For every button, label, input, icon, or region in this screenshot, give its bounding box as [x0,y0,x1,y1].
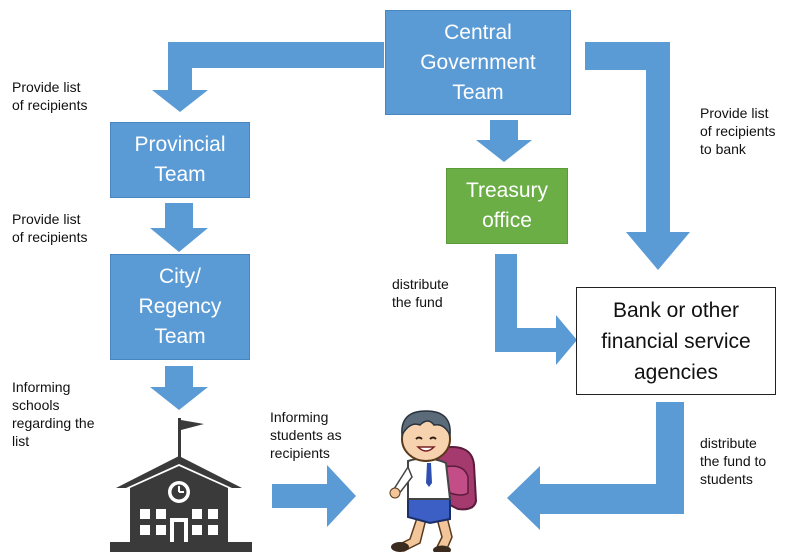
node-central-government-team: Central Government Team [385,10,571,115]
label-informing-students: Informing students as recipients [270,409,342,461]
node-city-regency-team: City/ Regency Team [110,254,250,360]
label-provide-list-bank: Provide list of recipients to bank [700,105,776,157]
arrow-central-to-provincial [152,42,384,112]
arrow-treasury-to-bank [495,254,577,365]
label-informing-schools: Informing schools regarding the list [12,379,95,449]
arrow-city-to-school [150,366,208,410]
arrow-central-to-bank [585,42,690,270]
label-distribute-fund-students: distribute the fund to students [700,435,767,487]
node-treasury-office: Treasury office [446,168,568,244]
arrow-provincial-to-city [150,203,208,252]
label-provide-list-city: Provide list of recipients [12,211,88,245]
node-provincial-team: Provincial Team [110,122,250,198]
label-distribute-fund: distribute the fund [392,276,449,310]
student-with-backpack-icon [389,410,478,552]
node-bank-financial-agencies: Bank or other financial service agencies [576,287,776,395]
arrow-central-to-treasury [476,120,532,162]
arrow-school-to-student [272,465,356,527]
arrow-bank-to-student [507,402,684,530]
school-building-icon [110,418,252,552]
label-provide-list-provincial: Provide list of recipients [12,79,88,113]
